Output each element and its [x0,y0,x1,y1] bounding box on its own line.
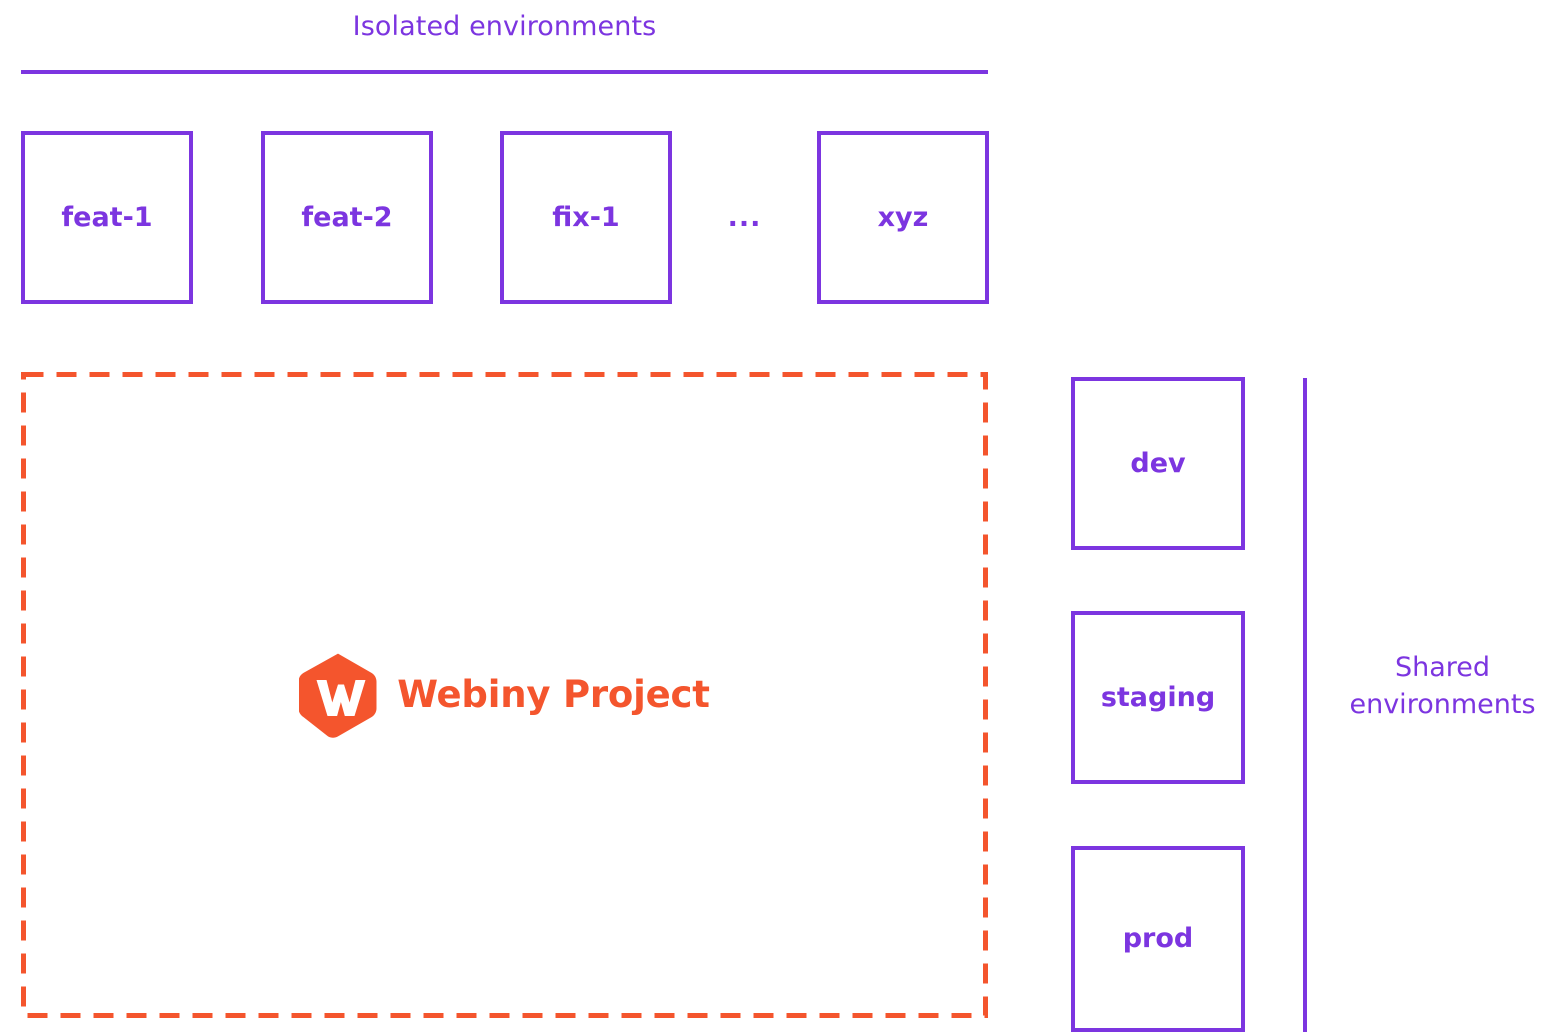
isolated-env-label: feat-1 [61,201,153,233]
isolated-environments-title: Isolated environments [352,11,657,42]
webiny-project-brand: Webiny Project [21,372,988,1018]
shared-caption-line-2: environments [1349,689,1536,720]
isolated-env-box-feat-1: feat-1 [21,131,193,304]
project-dashed-border [21,372,988,1018]
webiny-project-name: Webiny Project [397,673,710,716]
isolated-environments-divider [21,70,988,74]
isolated-env-box-xyz: xyz [817,131,989,304]
shared-env-box-dev: dev [1071,377,1245,550]
isolated-env-ellipsis: ... [727,202,762,233]
shared-environments-divider [1303,378,1307,1032]
shared-env-label: dev [1130,447,1186,479]
isolated-env-label: feat-2 [301,201,393,233]
isolated-env-label: xyz [877,201,929,233]
webiny-project-container: Webiny Project [21,372,988,1018]
shared-env-label: staging [1100,681,1216,713]
isolated-env-box-fix-1: fix-1 [500,131,672,304]
shared-env-label: prod [1122,923,1194,954]
isolated-env-box-feat-2: feat-2 [261,131,433,304]
shared-env-box-staging: staging [1071,611,1245,784]
webiny-hexagon-logo-icon [299,653,377,738]
shared-env-box-prod: prod [1071,846,1245,1032]
isolated-env-label: fix-1 [552,201,620,233]
shared-caption-line-1: Shared [1394,652,1491,683]
shared-environments-caption: Shared environments [1330,649,1555,723]
